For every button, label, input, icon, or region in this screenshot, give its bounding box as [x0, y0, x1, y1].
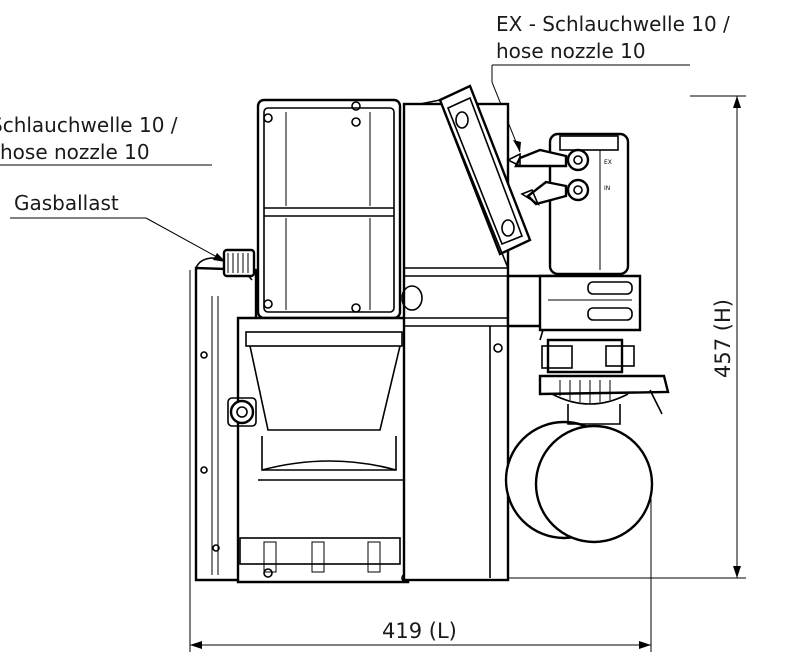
- in-marking: IN: [604, 185, 610, 192]
- ex-leader-arrowhead: [513, 140, 521, 152]
- gas-ballast-label: Gasballast: [14, 191, 119, 215]
- motor-housing: [256, 98, 402, 320]
- inlet-fitting: [227, 397, 257, 427]
- gas-ballast-arrowhead: [213, 253, 226, 262]
- height-arrow-bottom: [733, 566, 741, 578]
- length-dimension: 419 (L): [189, 270, 652, 652]
- in-hose-nozzle-label-line2: hose nozzle 10: [0, 140, 150, 164]
- flask-clamp: [538, 338, 670, 415]
- height-dimension: 457 (H): [430, 95, 746, 579]
- condenser-head: EX IN: [538, 132, 642, 332]
- gas-ballast-callout: Gasballast: [10, 191, 227, 263]
- in-hose-nozzle-label-line1: Schlauchwelle 10 /: [0, 113, 178, 137]
- in-hose-nozzle-callout: Schlauchwelle 10 / hose nozzle 10: [0, 113, 212, 166]
- ex-marking: EX: [604, 159, 612, 166]
- length-arrow-left: [190, 641, 202, 649]
- ex-leader-line: [491, 65, 521, 153]
- pump-outline: EX IN: [194, 84, 670, 584]
- length-arrow-right: [639, 641, 651, 649]
- hose-nozzles: [506, 148, 590, 207]
- angled-panel: [419, 84, 532, 269]
- height-arrow-top: [733, 96, 741, 108]
- gas-ballast-leader: [145, 217, 227, 263]
- ex-hose-nozzle-label-line2: hose nozzle 10: [496, 39, 646, 63]
- lower-pump-chamber: [236, 316, 411, 584]
- ex-hose-nozzle-callout: EX - Schlauchwelle 10 / hose nozzle 10: [491, 12, 730, 153]
- length-dimension-text: 419 (L): [382, 619, 457, 643]
- ex-hose-nozzle-label-line1: EX - Schlauchwelle 10 /: [496, 12, 730, 36]
- height-dimension-text: 457 (H): [711, 299, 735, 378]
- receiving-flask: [504, 404, 654, 544]
- gas-ballast-knob: [222, 248, 256, 278]
